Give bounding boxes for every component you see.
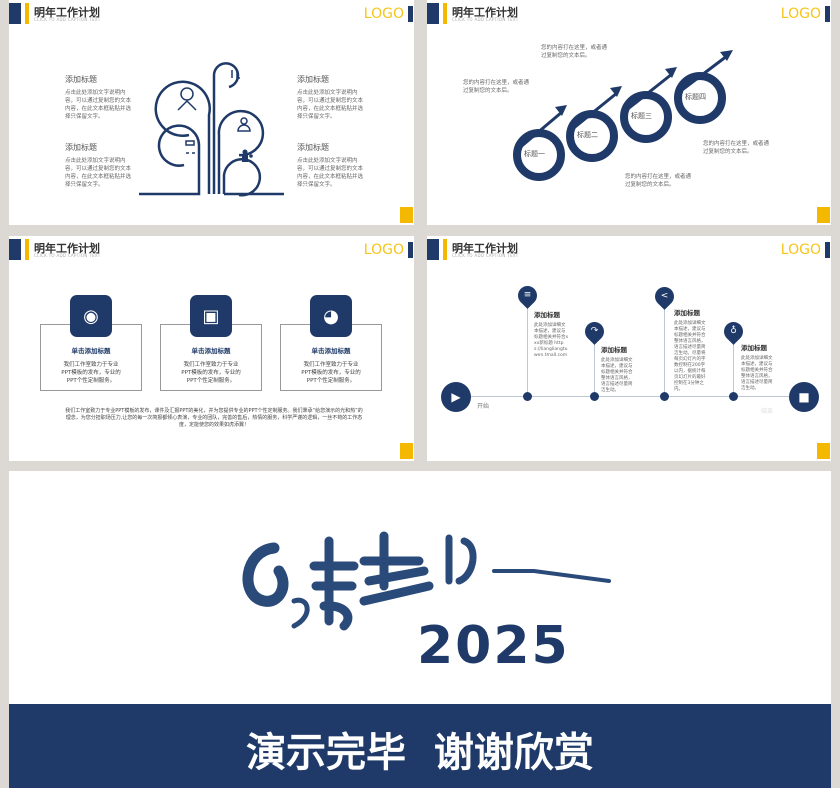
tree-diagram: [139, 62, 284, 197]
step-text: 您的内容打在这里，或者通过复制您的文本后。: [463, 80, 530, 94]
share-icon: <: [651, 283, 678, 310]
timeline-dot: [590, 392, 599, 401]
card-title: 单击添加标题: [71, 347, 111, 355]
header-bar: [427, 239, 439, 260]
card-text: 我们工作室致力于专业PPT模板的发布，专业的PPT个性定制服务。: [61, 362, 121, 384]
card-text: 我们工作室致力于专业PPT模板的发布，专业的PPT个性定制服务。: [301, 362, 361, 384]
list-icon: ≡: [514, 282, 541, 309]
step-label: 标题四: [685, 93, 706, 101]
corner-square: [400, 443, 413, 459]
item-text: 此处添加详细文本描述，建议与标题相关并符合整体语言风格，语言描述尽量简洁生动。: [601, 358, 633, 393]
item-text: 点击此处添加文字说明内容，可以通过复制您的文本内容，在此文本框粘贴并选择只保留文…: [65, 90, 132, 120]
family-icon: [242, 149, 253, 162]
card-title: 单击添加标题: [191, 347, 231, 355]
question-user-icon: [237, 117, 251, 132]
slide-tree[interactable]: 明年工作计划 CLICK TO ADD CAPTION TEXT LOGO 添加…: [9, 0, 414, 225]
slide-subtitle: CLICK TO ADD CAPTION TEXT: [452, 17, 519, 22]
step-label: 标题一: [524, 150, 545, 158]
timeline-dot: [523, 392, 532, 401]
slide-cards[interactable]: 明年工作计划 CLICK TO ADD CAPTION TEXT LOGO 单击…: [9, 236, 414, 461]
item-title: 添加标题: [65, 143, 97, 152]
start-label: 开始: [477, 403, 490, 410]
item-text: 此处添加详细文本描述，建议与标题相关并符合xxx新标题 https://lian…: [534, 323, 569, 358]
slide-timeline[interactable]: 明年工作计划 CLICK TO ADD CAPTION TEXT LOGO ▶ …: [427, 236, 831, 461]
logo: LOGO: [780, 6, 821, 22]
camera-icon: ◉: [70, 295, 112, 337]
header-bar: [9, 3, 21, 24]
item-title: 添加标题: [65, 75, 97, 84]
logo: LOGO: [363, 6, 404, 22]
item-title: 添加标题: [741, 344, 767, 352]
connector: [527, 306, 528, 394]
box-icon: ▣: [190, 295, 232, 337]
logo: LOGO: [363, 242, 404, 258]
step-label: 标题三: [631, 112, 652, 120]
timeline-dot: [660, 392, 669, 401]
header-bar: [427, 3, 439, 24]
lightbulb-icon: ♁: [720, 318, 747, 345]
card-text: 我们工作室致力于专业PPT模板的发布，专业的PPT个性定制服务。: [181, 362, 241, 384]
item-text: 此处添加详细文本描述，建议与标题相关并符合整体语言风格，语言描述尽量简洁生动。: [741, 356, 773, 391]
corner-square: [817, 207, 830, 223]
timeline-dot: [729, 392, 738, 401]
thanks-banner: 演示完毕 谢谢欣赏: [9, 704, 831, 788]
header-bar: [9, 239, 21, 260]
org-chart-icon: [185, 140, 195, 154]
item-title: 添加标题: [601, 346, 627, 354]
calligraphy-logo: [242, 531, 611, 631]
item-text: 点击此处添加文字说明内容，可以通过复制您的文本内容，在此文本框粘贴并选择只保留文…: [297, 90, 364, 120]
item-title: 添加标题: [297, 143, 329, 152]
customer-service-icon: [177, 87, 197, 111]
step-text: 您的内容打在这里，或者通过复制您的文本后。: [541, 45, 608, 59]
header-accent: [25, 3, 29, 24]
slide-subtitle: CLICK TO ADD CAPTION TEXT: [34, 253, 101, 258]
header-accent: [443, 239, 447, 260]
step-label: 标题二: [577, 131, 598, 139]
summary-text: 我们工作室致力于专业PPT模板的发布，课件及汇报PPT的美化，并为您提供专业的P…: [65, 408, 363, 428]
stop-icon[interactable]: ■: [789, 382, 819, 412]
handshake-icon: [231, 70, 240, 79]
logo-bar: [825, 6, 830, 22]
pie-chart-icon: ◕: [310, 295, 352, 337]
item-text: 点击此处添加文字说明内容，可以通过复制您的文本内容，在此文本框粘贴并选择只保留文…: [297, 158, 364, 188]
slide-subtitle: CLICK TO ADD CAPTION TEXT: [452, 253, 519, 258]
item-title: 添加标题: [297, 75, 329, 84]
item-text: 此处添加详细文本描述，建议与标题相关并符合整体语言风格，语言描述尽量简洁生动。尽…: [674, 321, 706, 392]
item-title: 添加标题: [674, 309, 700, 317]
card-title: 单击添加标题: [311, 347, 351, 355]
logo-bar: [408, 242, 413, 258]
header-accent: [25, 239, 29, 260]
slide-subtitle: CLICK TO ADD CAPTION TEXT: [34, 17, 101, 22]
connector: [664, 308, 665, 394]
item-title: 添加标题: [534, 311, 560, 319]
step-text: 您的内容打在这里，或者通过复制您的文本后。: [625, 174, 692, 188]
slide-title: 明年工作计划: [452, 242, 518, 255]
slide-title: 明年工作计划: [34, 242, 100, 255]
header-accent: [443, 3, 447, 24]
connector: [594, 341, 595, 394]
logo-bar: [825, 242, 830, 258]
slide-arrows[interactable]: 明年工作计划 CLICK TO ADD CAPTION TEXT LOGO 您的…: [427, 0, 831, 225]
slide-title: 明年工作计划: [34, 6, 100, 19]
timeline-axis: [457, 396, 797, 397]
logo-bar: [408, 6, 413, 22]
logo: LOGO: [780, 242, 821, 258]
corner-square: [817, 443, 830, 459]
spiral-arrows: [513, 50, 733, 181]
step-text: 您的内容打在这里，或者通过复制您的文本后。: [703, 141, 770, 155]
connector: [733, 341, 734, 394]
end-label: 结束: [761, 408, 774, 415]
slide-ending[interactable]: 2025 演示完毕 谢谢欣赏: [9, 471, 831, 788]
item-text: 点击此处添加文字说明内容，可以通过复制您的文本内容，在此文本框粘贴并选择只保留文…: [65, 158, 132, 188]
redo-icon: ↷: [581, 318, 608, 345]
play-icon[interactable]: ▶: [441, 382, 471, 412]
corner-square: [400, 207, 413, 223]
year-text: 2025: [417, 616, 570, 676]
slide-title: 明年工作计划: [452, 6, 518, 19]
